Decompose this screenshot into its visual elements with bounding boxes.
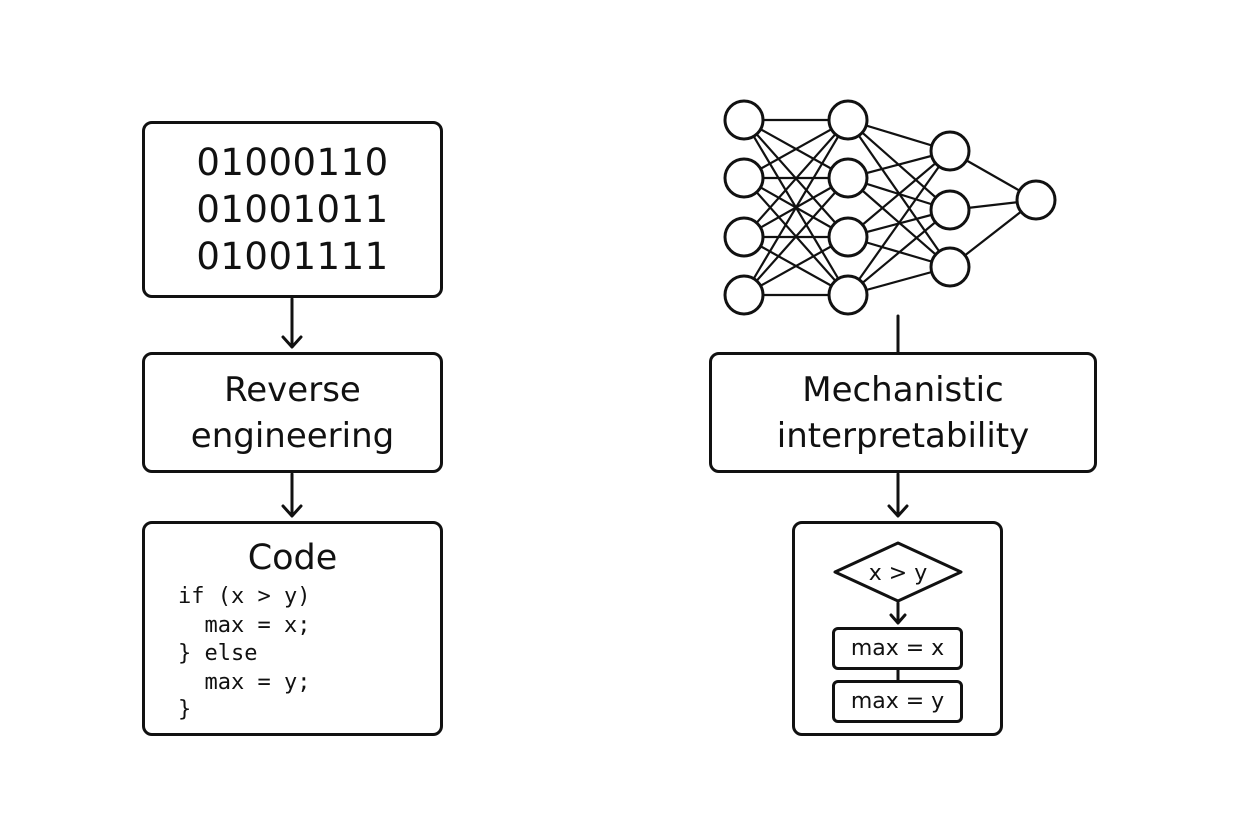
mechanistic-interpretability-box: Mechanistic interpretability (709, 352, 1097, 473)
arrow-condition-to-branch (889, 601, 907, 625)
network-edge (743, 177, 849, 296)
process-label-line: engineering (190, 415, 395, 456)
condition-label: x > y (869, 561, 927, 586)
reverse-engineering-box: Reverse engineering (142, 352, 443, 473)
code-line: } (178, 697, 192, 722)
network-edges (743, 118, 1037, 297)
arrow-reverse-to-code (281, 472, 303, 518)
network-node (929, 189, 971, 231)
network-edge (847, 209, 951, 296)
network-node (929, 246, 971, 288)
network-node (723, 99, 765, 141)
branch-false-label: max = y (850, 689, 945, 714)
process-label-line: Mechanistic (802, 369, 1004, 410)
network-node (827, 157, 869, 199)
network-edge (847, 150, 951, 238)
code-line: max = x; (178, 613, 311, 638)
branch-true-box: max = x (832, 627, 963, 670)
code-line: if (x > y) (178, 584, 311, 609)
process-label-line: interpretability (776, 415, 1030, 456)
network-edge (847, 150, 951, 296)
network-node (723, 216, 765, 258)
network-edge (743, 119, 849, 238)
network-node (723, 274, 765, 316)
binary-box: 01000110 01001011 01001111 (142, 121, 443, 298)
arrow-interpretability-to-flowchart (887, 472, 909, 518)
code-box: Code if (x > y) max = x; } else max = y;… (142, 521, 443, 736)
network-node (929, 130, 971, 172)
network-node (723, 157, 765, 199)
decision-diamond (833, 541, 963, 603)
code-line: } else (178, 641, 258, 666)
branch-true-label: max = x (850, 636, 945, 661)
code-title: Code (247, 538, 338, 578)
network-node (1015, 179, 1057, 221)
network-node (827, 99, 869, 141)
network-nodes (723, 99, 1057, 316)
code-line: max = y; (178, 670, 311, 695)
network-node (827, 274, 869, 316)
arrow-binary-to-reverse (281, 297, 303, 349)
process-label-line: Reverse (224, 369, 361, 410)
binary-line: 01001011 (196, 188, 389, 231)
branch-false-box: max = y (832, 680, 963, 723)
binary-line: 01000110 (196, 141, 389, 184)
network-node (827, 216, 869, 258)
network-edge (743, 119, 849, 296)
binary-line: 01001111 (196, 235, 389, 278)
